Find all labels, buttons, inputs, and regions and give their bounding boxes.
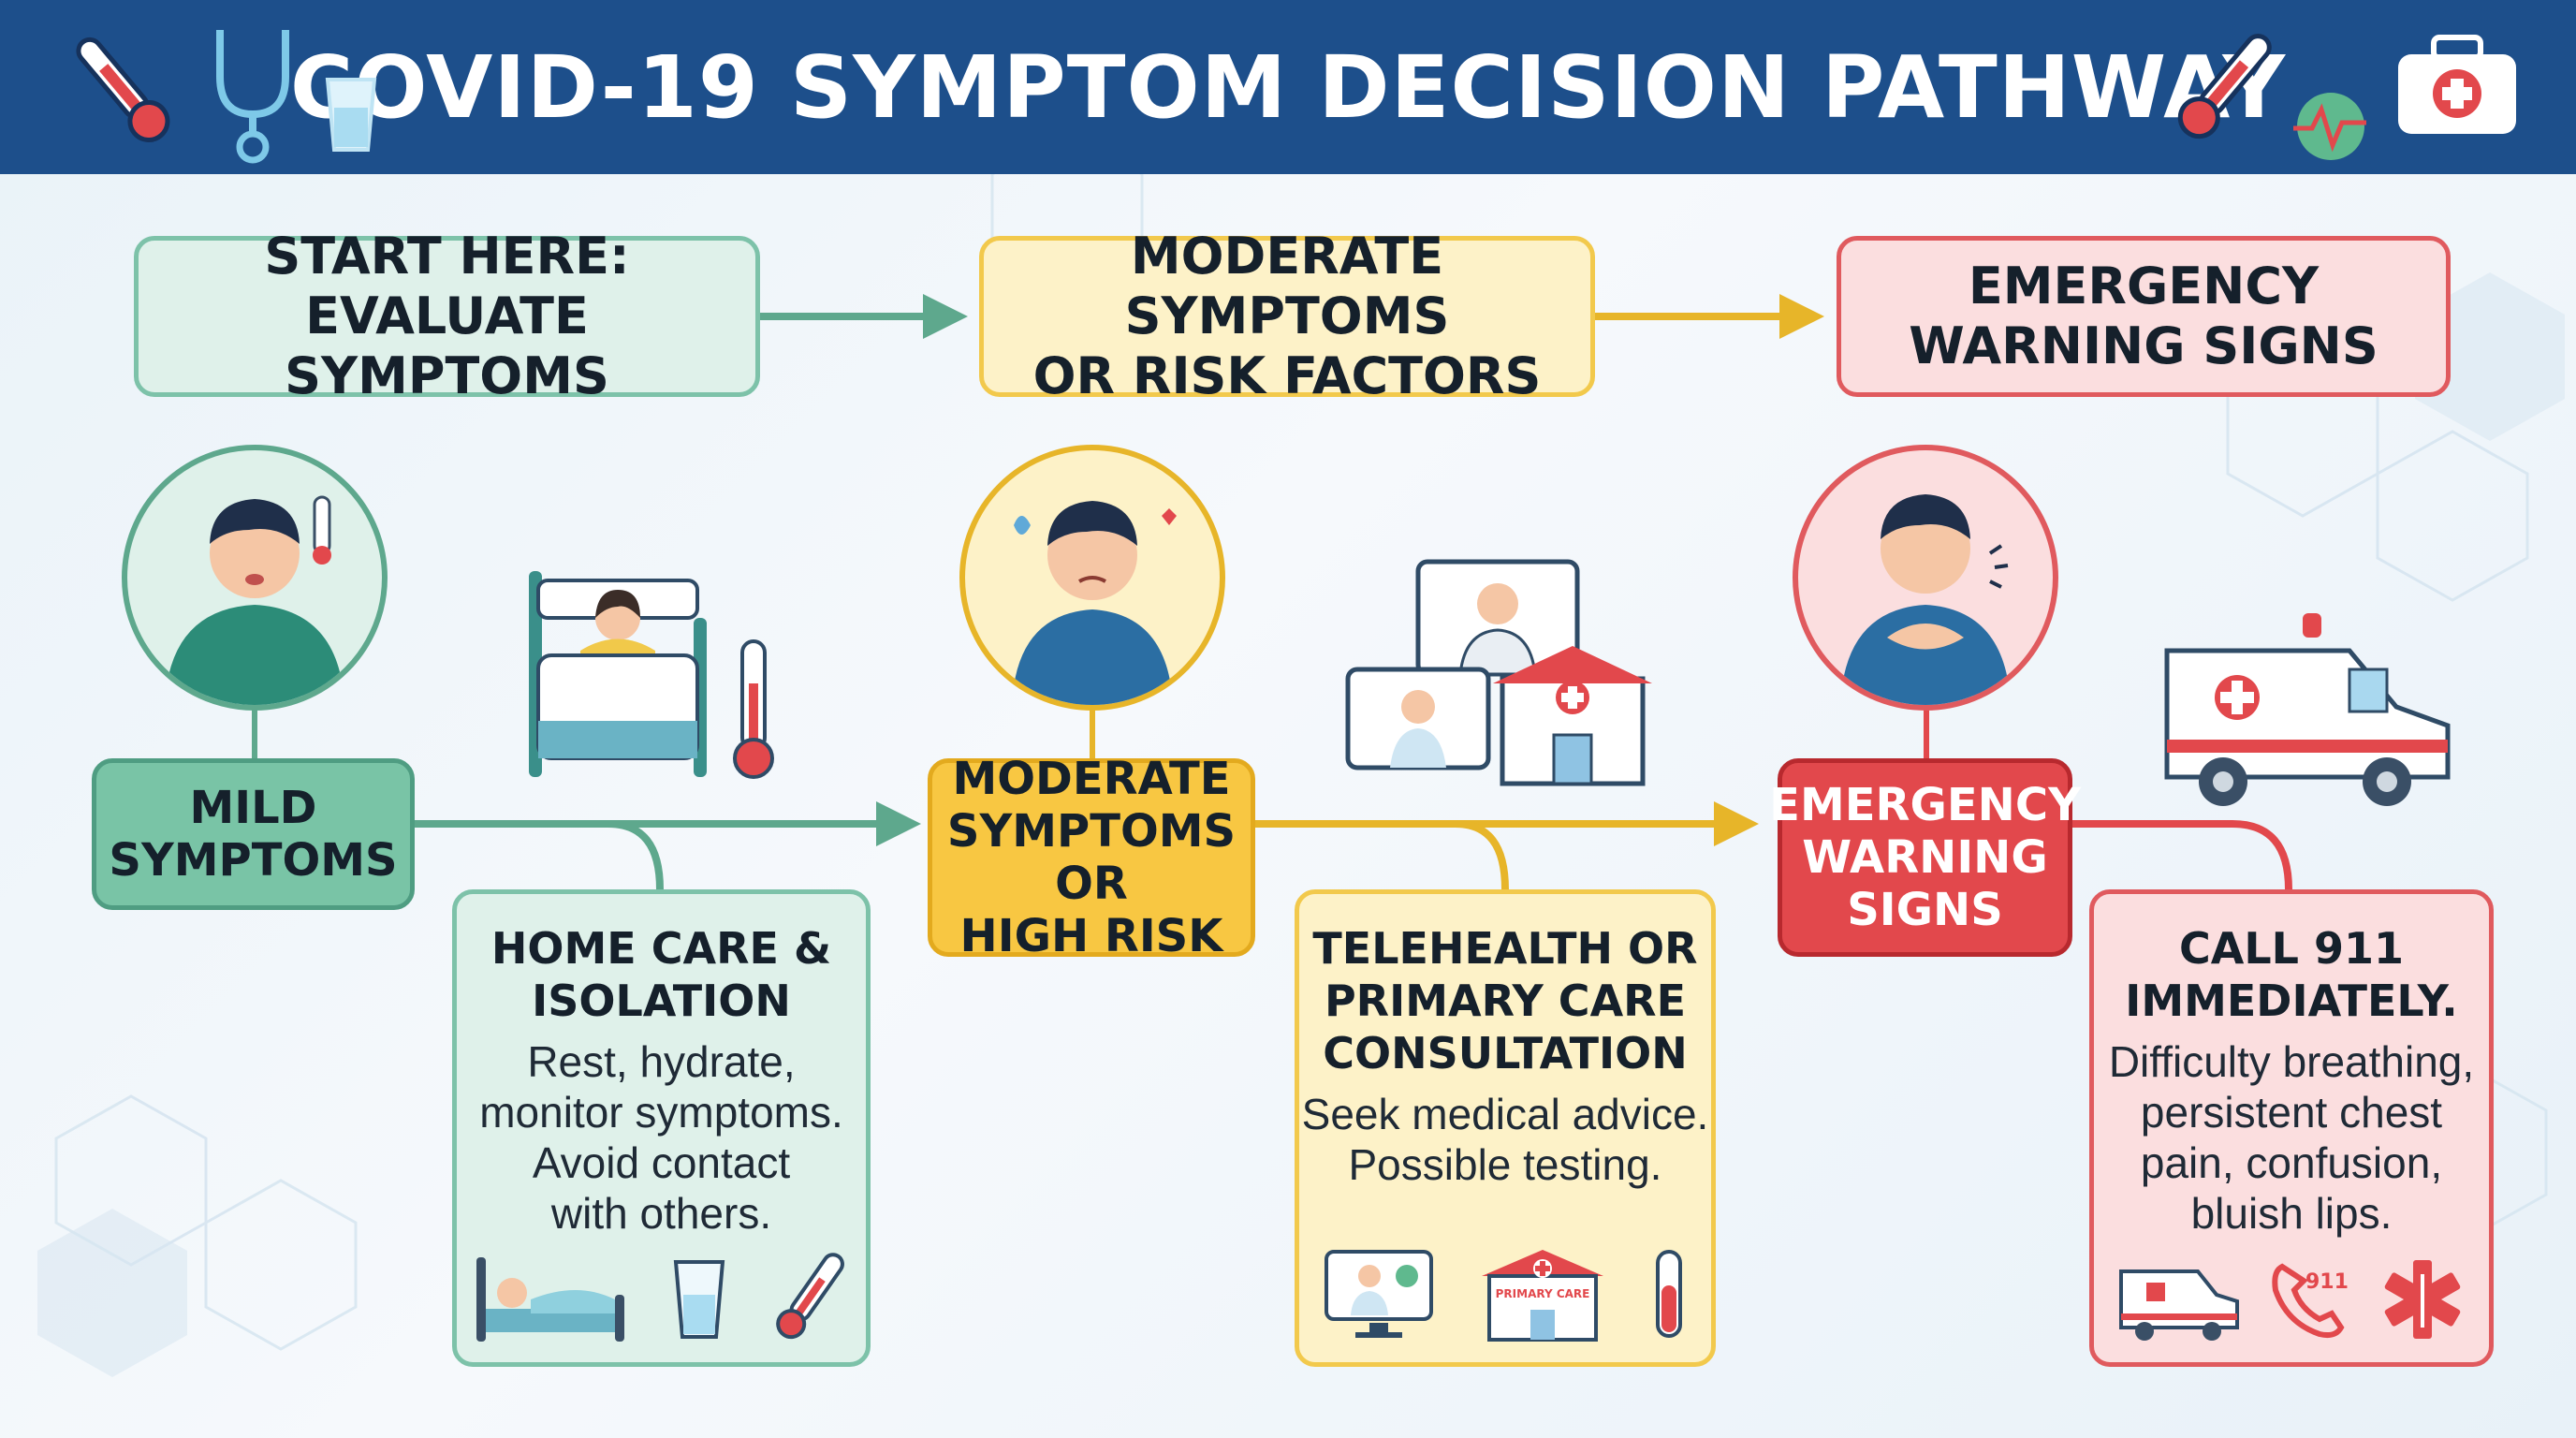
first-aid-kit-icon (2398, 35, 2516, 134)
moderate-risk-box: MODERATE SYMPTOMS OR RISK FACTORS (979, 227, 1595, 405)
header-bar (0, 0, 2576, 174)
mild-symptoms-node: MILD SYMPTOMS (92, 758, 415, 910)
emergency-warning-label: EMERGENCY WARNING SIGNS (1909, 257, 2378, 375)
heartbeat-icon (2293, 93, 2366, 160)
moderate-high-risk-node: MODERATE SYMPTOMS OR HIGH RISK (928, 753, 1255, 962)
primary-care-sign: PRIMARY CARE (1495, 1287, 1590, 1300)
thermometer-icon (733, 639, 774, 779)
ambulance-icon (2164, 613, 2451, 806)
emergency-signs-node: EMERGENCY WARNING SIGNS (1769, 758, 2081, 957)
page-title: COVID-19 SYMPTOM DECISION PATHWAY (289, 37, 2287, 138)
start-evaluate-label: START HERE: EVALUATE SYMPTOMS (264, 227, 630, 405)
telehealth-box: TELEHEALTH OR PRIMARY CARE CONSULTATION … (1295, 889, 1716, 1367)
thermometer-icon (775, 1253, 844, 1340)
start-evaluate-box: START HERE: EVALUATE SYMPTOMS (134, 227, 760, 405)
home-care-body: Rest, hydrate, monitor symptoms. Avoid c… (479, 1037, 843, 1238)
star-of-life-icon (2384, 1260, 2461, 1339)
water-glass-icon (325, 78, 377, 152)
thermometer-icon (2177, 34, 2272, 139)
mild-person-circle (122, 445, 388, 711)
chest-pain-person-icon (1840, 494, 2011, 705)
phone-911-icon: 911 (2268, 1257, 2352, 1342)
call-911-box: CALL 911 IMMEDIATELY. Difficulty breathi… (2089, 889, 2494, 1367)
call-911-heading: CALL 911 IMMEDIATELY. (2125, 923, 2458, 1026)
home-care-heading: HOME CARE & ISOLATION (490, 923, 832, 1026)
hospital-icon (1482, 1250, 1603, 1342)
moderate-person-circle (959, 445, 1225, 711)
unwell-person-icon (1012, 501, 1177, 705)
ambulance-icon (2119, 1269, 2239, 1341)
emergency-signs-label: EMERGENCY WARNING SIGNS (1769, 779, 2081, 936)
moderate-risk-label: MODERATE SYMPTOMS OR RISK FACTORS (1032, 227, 1542, 405)
phone-icon (2272, 1263, 2345, 1339)
emergency-warning-box: EMERGENCY WARNING SIGNS (1837, 236, 2451, 397)
test-tube-icon (1656, 1250, 1682, 1338)
stethoscope-icon (216, 30, 289, 164)
telehealth-body: Seek medical advice. Possible testing. (1301, 1090, 1709, 1189)
emergency-icons: 911 (2094, 1257, 2489, 1342)
primary-care-icon: PRIMARY CARE (1482, 1248, 1603, 1342)
home-care-icons (457, 1248, 866, 1342)
emergency-person-circle (1793, 445, 2058, 711)
video-doctor-icon (1325, 1250, 1433, 1338)
thermometer-icon (76, 37, 170, 142)
call-911-body: Difficulty breathing, persistent chest p… (2108, 1037, 2475, 1238)
bed-icon (529, 571, 707, 777)
telehealth-heading: TELEHEALTH OR PRIMARY CARE CONSULTATION (1312, 923, 1698, 1078)
telehealth-illustration (1345, 559, 1652, 786)
moderate-high-risk-label: MODERATE SYMPTOMS OR HIGH RISK (946, 753, 1237, 962)
bed-icon (476, 1257, 624, 1342)
telehealth-icons: PRIMARY CARE (1299, 1248, 1711, 1342)
mild-symptoms-label: MILD SYMPTOMS (109, 782, 398, 887)
sick-person-icon (165, 495, 344, 705)
home-care-box: HOME CARE & ISOLATION Rest, hydrate, mon… (452, 889, 871, 1367)
phone-911-label: 911 (2305, 1270, 2349, 1294)
water-glass-icon (673, 1260, 724, 1339)
